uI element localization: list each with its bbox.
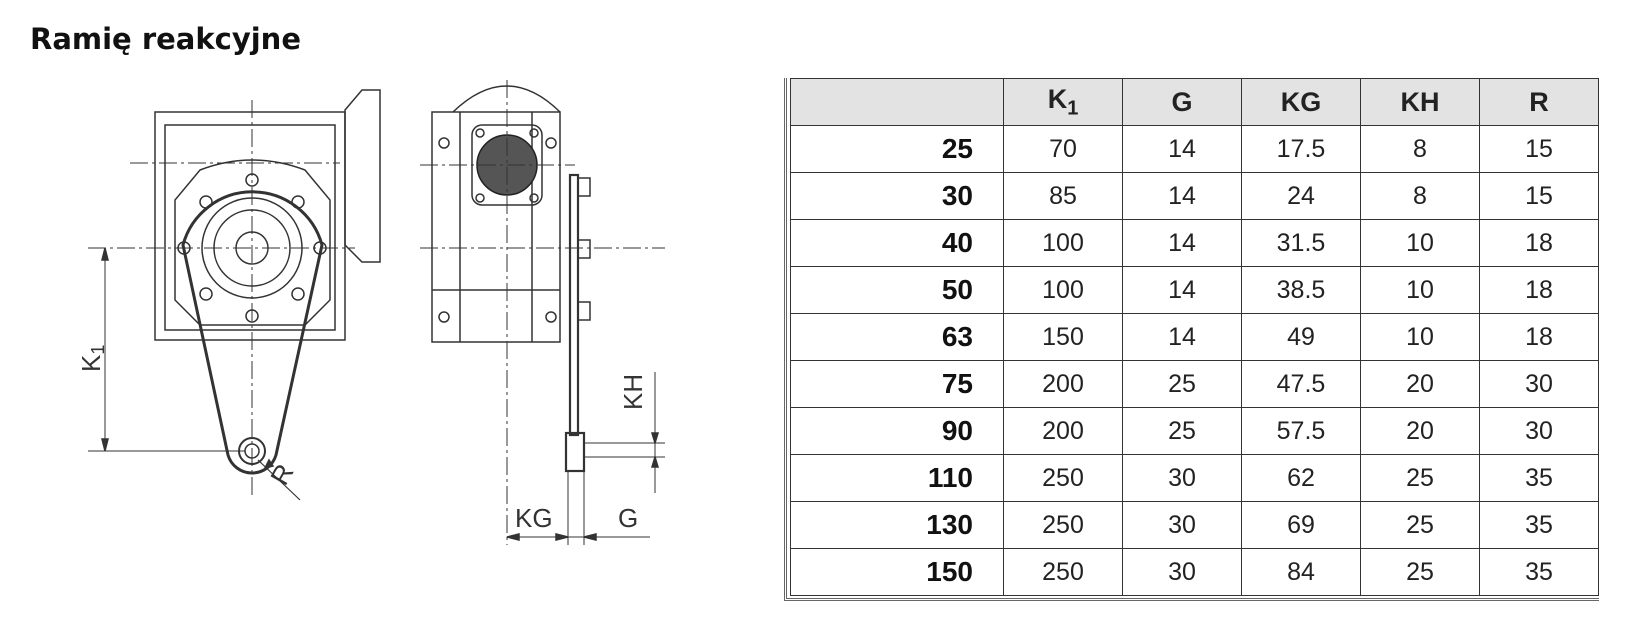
- front-view: [88, 89, 381, 501]
- torque-arm-drawing: K1 R KH KG G: [76, 80, 665, 545]
- value-cell: 57.5: [1241, 407, 1361, 455]
- value-cell: 10: [1360, 313, 1480, 361]
- page-title: Ramię reakcyjne: [30, 22, 301, 56]
- value-cell: 38.5: [1241, 266, 1361, 314]
- size-cell: 63: [790, 313, 1004, 361]
- value-cell: 14: [1122, 172, 1242, 220]
- arm-plate: [568, 173, 580, 437]
- column-header-label: G: [1171, 86, 1193, 117]
- g-label: G: [618, 503, 638, 533]
- gearbox-housing: [154, 111, 346, 341]
- value-cell: 200: [1003, 360, 1123, 408]
- value-cell: 70: [1003, 125, 1123, 173]
- value-cell: 15: [1479, 125, 1599, 173]
- value-cell: 30: [1479, 360, 1599, 408]
- value-cell: 25: [1360, 454, 1480, 502]
- column-header-label: R: [1529, 86, 1549, 117]
- value-cell: 84: [1241, 548, 1361, 596]
- size-cell: 150: [790, 548, 1004, 596]
- column-header-subscript: 1: [1067, 97, 1079, 120]
- value-cell: 10: [1360, 266, 1480, 314]
- value-cell: 20: [1360, 360, 1480, 408]
- size-cell: 25: [790, 125, 1004, 173]
- column-header-label: K: [1047, 83, 1068, 114]
- gearbox-side-housing: [431, 111, 561, 343]
- value-cell: 25: [1122, 407, 1242, 455]
- value-cell: 250: [1003, 454, 1123, 502]
- value-cell: 100: [1003, 266, 1123, 314]
- kg-label: KG: [515, 503, 553, 533]
- value-cell: 25: [1360, 501, 1480, 549]
- value-cell: 24: [1241, 172, 1361, 220]
- value-cell: 31.5: [1241, 219, 1361, 267]
- value-cell: 100: [1003, 219, 1123, 267]
- value-cell: 47.5: [1241, 360, 1361, 408]
- kh-label: KH: [618, 374, 648, 410]
- k1-label: K1: [76, 345, 108, 372]
- value-cell: 250: [1003, 501, 1123, 549]
- column-header: G: [1122, 78, 1242, 126]
- value-cell: 18: [1479, 219, 1599, 267]
- table-header-row: K1 G KG KH R: [790, 78, 1599, 126]
- value-cell: 17.5: [1241, 125, 1361, 173]
- bushing: [564, 431, 586, 473]
- column-header-label: KH: [1400, 86, 1440, 117]
- value-cell: 15: [1479, 172, 1599, 220]
- value-cell: 25: [1360, 548, 1480, 596]
- value-cell: 69: [1241, 501, 1361, 549]
- size-cell: 50: [790, 266, 1004, 314]
- value-cell: 35: [1479, 501, 1599, 549]
- value-cell: 250: [1003, 548, 1123, 596]
- value-cell: 49: [1241, 313, 1361, 361]
- column-header: K1: [1003, 78, 1123, 126]
- value-cell: 18: [1479, 266, 1599, 314]
- value-cell: 8: [1360, 125, 1480, 173]
- value-cell: 200: [1003, 407, 1123, 455]
- value-cell: 35: [1479, 454, 1599, 502]
- value-cell: 8: [1360, 172, 1480, 220]
- size-cell: 75: [790, 360, 1004, 408]
- value-cell: 14: [1122, 313, 1242, 361]
- value-cell: 85: [1003, 172, 1123, 220]
- column-header: KG: [1241, 78, 1361, 126]
- value-cell: 14: [1122, 125, 1242, 173]
- column-header: R: [1479, 78, 1599, 126]
- value-cell: 30: [1122, 501, 1242, 549]
- size-cell: 110: [790, 454, 1004, 502]
- size-cell: 40: [790, 219, 1004, 267]
- column-header-label: KG: [1280, 86, 1322, 117]
- value-cell: 25: [1122, 360, 1242, 408]
- column-header: [790, 78, 1004, 126]
- size-cell: 90: [790, 407, 1004, 455]
- size-cell: 130: [790, 501, 1004, 549]
- side-view: [420, 80, 665, 545]
- value-cell: 14: [1122, 266, 1242, 314]
- column-header: KH: [1360, 78, 1480, 126]
- value-cell: 30: [1479, 407, 1599, 455]
- value-cell: 18: [1479, 313, 1599, 361]
- value-cell: 30: [1122, 548, 1242, 596]
- value-cell: 150: [1003, 313, 1123, 361]
- value-cell: 10: [1360, 219, 1480, 267]
- size-cell: 30: [790, 172, 1004, 220]
- motor-flange: [344, 89, 381, 263]
- value-cell: 35: [1479, 548, 1599, 596]
- value-cell: 14: [1122, 219, 1242, 267]
- value-cell: 30: [1122, 454, 1242, 502]
- value-cell: 20: [1360, 407, 1480, 455]
- value-cell: 62: [1241, 454, 1361, 502]
